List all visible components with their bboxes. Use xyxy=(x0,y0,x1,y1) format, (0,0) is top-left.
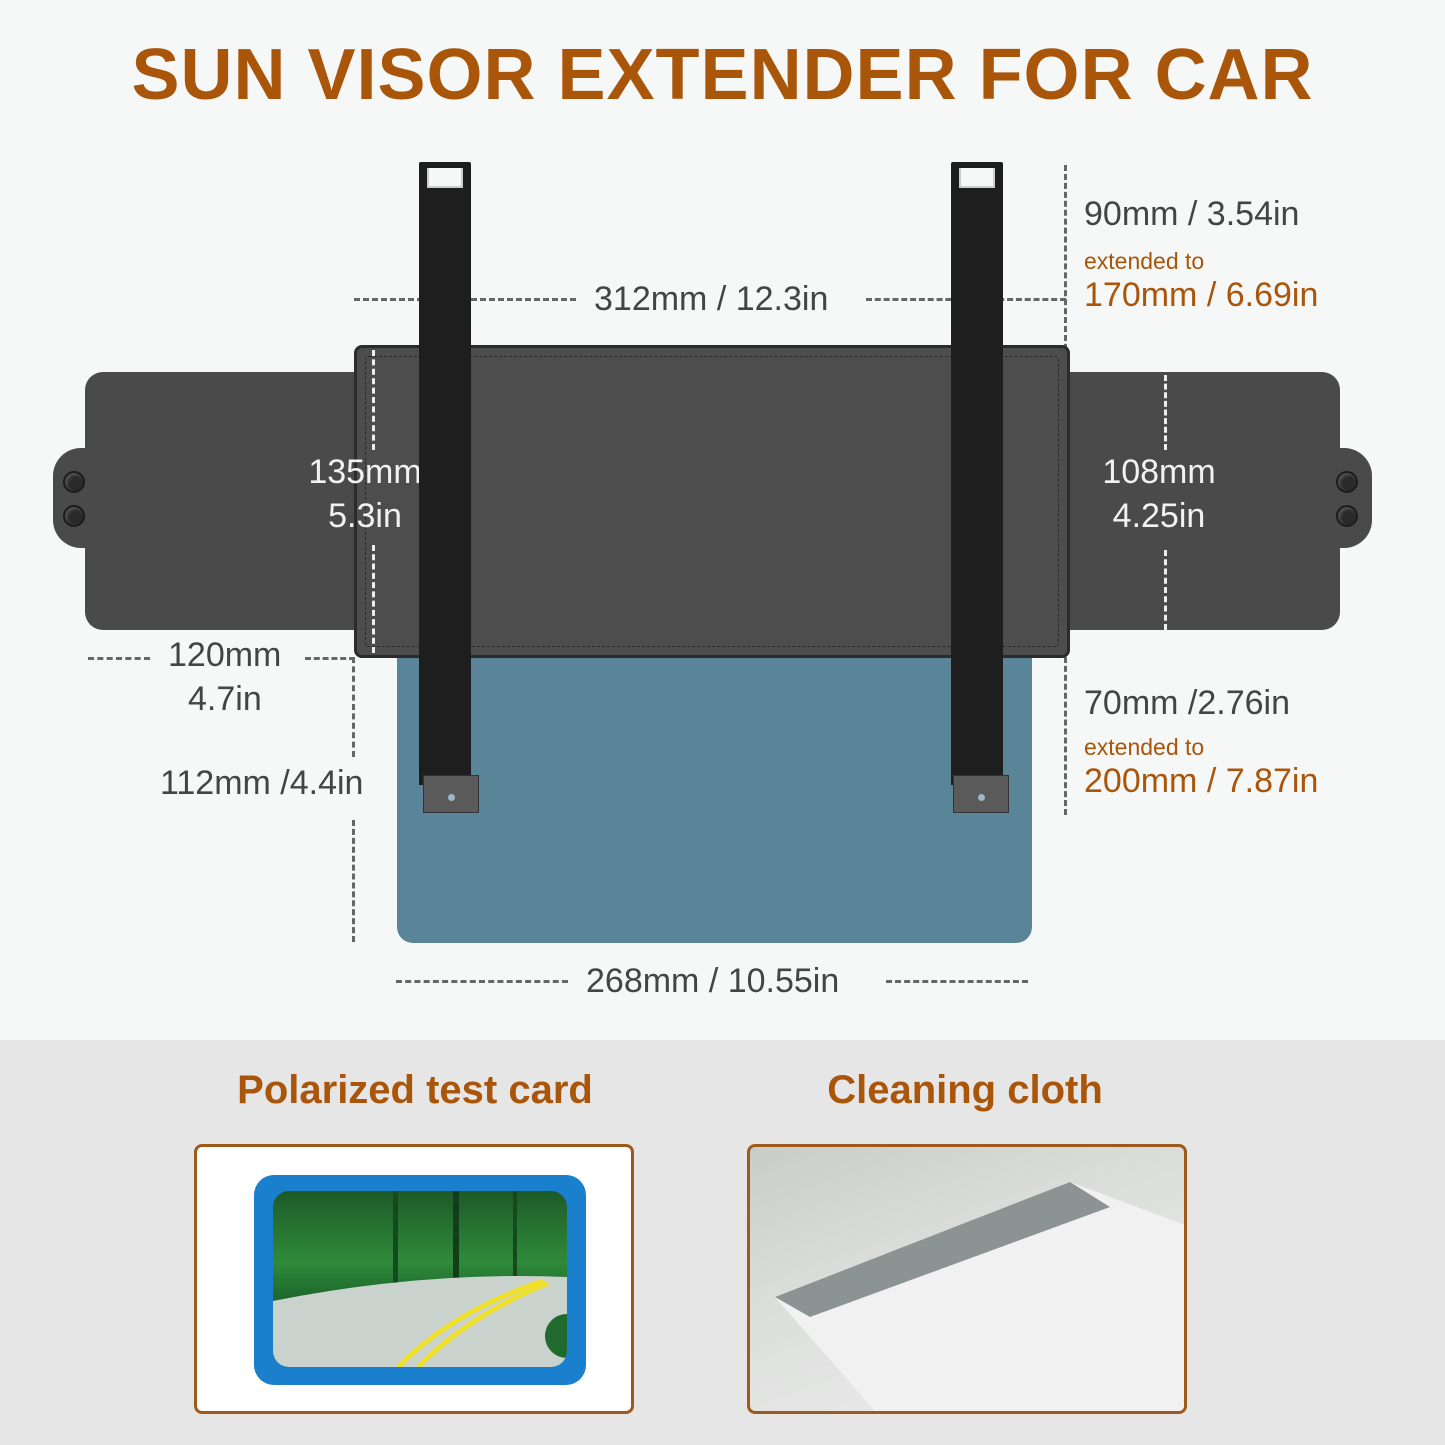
top-width-label: 312mm / 12.3in xyxy=(594,280,829,318)
left-tab xyxy=(53,448,123,548)
test-card-icon xyxy=(254,1175,586,1385)
dimension-line xyxy=(1164,550,1167,630)
lower-extended-label: 200mm / 7.87in xyxy=(1084,762,1319,800)
dimension-line xyxy=(1164,375,1167,450)
blue-polarized-panel xyxy=(397,650,1032,943)
strap-extended-caption: extended to xyxy=(1084,248,1205,274)
wing-height-in: 4.25in xyxy=(1112,497,1206,535)
strap-clip xyxy=(423,775,479,813)
left-wing xyxy=(85,372,375,630)
mount-knob-icon xyxy=(63,471,85,493)
accessory-title-test-card: Polarized test card xyxy=(237,1068,593,1112)
dimension-line xyxy=(372,545,375,653)
left-strap xyxy=(419,190,471,785)
cleaning-cloth-image xyxy=(747,1144,1187,1414)
page-title: SUN VISOR EXTENDER FOR CAR xyxy=(131,35,1314,115)
blue-height-label: 112mm /4.4in xyxy=(160,764,364,802)
center-visor-panel xyxy=(354,345,1070,658)
panel-height-in: 5.3in xyxy=(328,497,402,535)
mount-knob-icon xyxy=(1336,471,1358,493)
dimension-line xyxy=(886,980,1028,983)
blue-width-label: 268mm / 10.55in xyxy=(586,962,840,1000)
strap-buckle-icon xyxy=(951,162,1003,192)
strap-clip xyxy=(953,775,1009,813)
strap-extended-label: 170mm / 6.69in xyxy=(1084,276,1319,314)
lower-strap-length-label: 70mm /2.76in xyxy=(1084,684,1290,722)
right-strap xyxy=(951,190,1003,785)
accessory-title-cleaning-cloth: Cleaning cloth xyxy=(827,1068,1103,1112)
cleaning-cloth-icon xyxy=(775,1182,1184,1411)
dimension-line xyxy=(352,820,355,942)
dimension-line xyxy=(352,657,355,757)
right-wing xyxy=(1050,372,1340,630)
dimension-line xyxy=(88,657,150,660)
wing-width-in: 4.7in xyxy=(188,680,262,718)
wing-width-mm: 120mm xyxy=(168,636,282,674)
dimension-line xyxy=(396,980,568,983)
wing-height-mm: 108mm xyxy=(1102,453,1216,491)
lower-extended-caption: extended to xyxy=(1084,734,1205,760)
dimension-line xyxy=(372,350,375,450)
mount-knob-icon xyxy=(63,505,85,527)
mount-knob-icon xyxy=(1336,505,1358,527)
strap-buckle-icon xyxy=(419,162,471,192)
panel-height-mm: 135mm xyxy=(308,453,422,491)
strap-length-label: 90mm / 3.54in xyxy=(1084,195,1300,233)
dimension-line xyxy=(305,657,355,660)
panel-stitching xyxy=(365,356,1059,647)
right-tab xyxy=(1300,448,1372,548)
polarized-card-image xyxy=(194,1144,634,1414)
